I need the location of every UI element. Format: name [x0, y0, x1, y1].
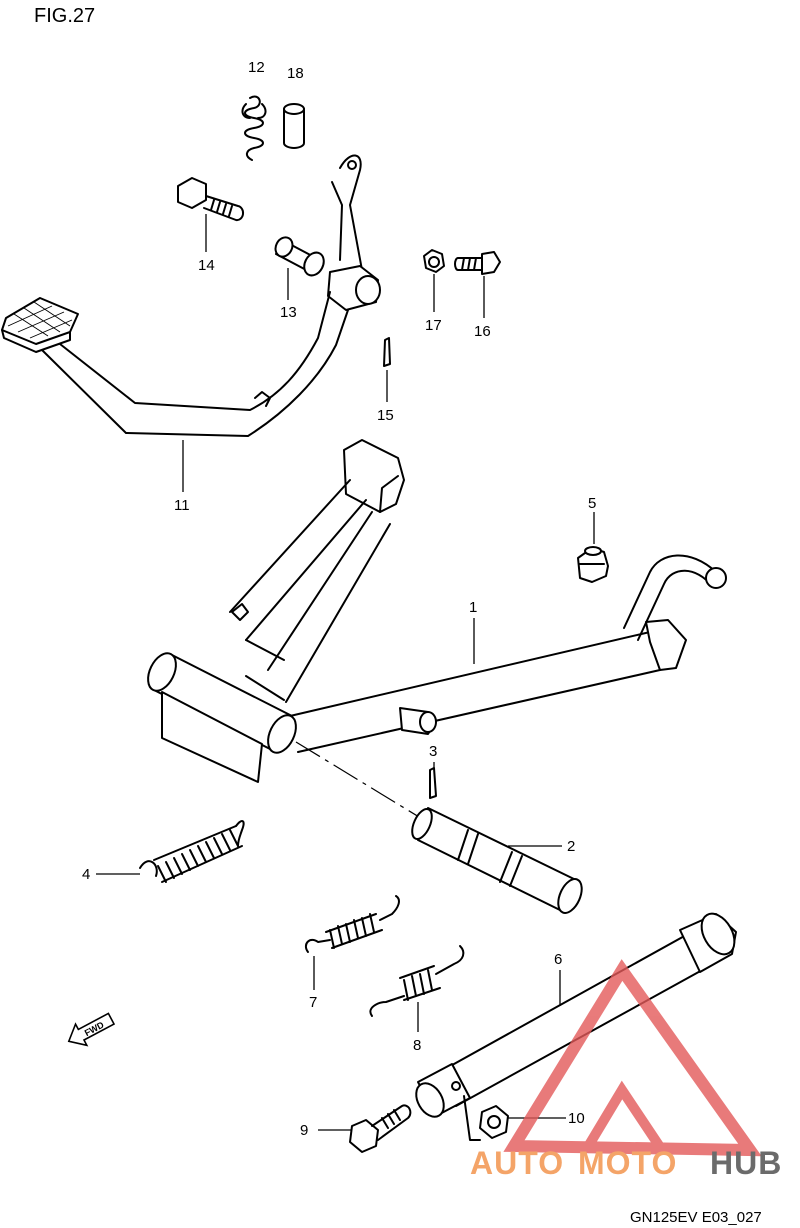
callout-7: 7 — [309, 994, 317, 1011]
part-6-side-stand[interactable] — [411, 908, 742, 1141]
callout-17: 17 — [425, 317, 442, 334]
part-11-brake-pedal[interactable] — [1, 154, 381, 437]
part-3-cotter-pin[interactable] — [429, 767, 437, 799]
callout-13: 13 — [280, 304, 297, 321]
part-4-spring[interactable] — [139, 820, 245, 883]
fwd-arrow-icon: FWD — [67, 1012, 116, 1047]
part-2-shaft[interactable] — [408, 806, 586, 916]
part-14-bolt[interactable] — [177, 177, 245, 222]
part-1-center-stand[interactable] — [142, 439, 727, 783]
callout-8: 8 — [413, 1037, 421, 1054]
part-5-stopper[interactable] — [577, 546, 609, 583]
callout-4: 4 — [82, 866, 90, 883]
part-18-collar[interactable] — [283, 103, 305, 149]
part-8-spring[interactable] — [369, 945, 465, 1017]
part-16-bolt[interactable] — [454, 251, 501, 275]
part-10-nut[interactable] — [479, 1105, 509, 1139]
callout-15: 15 — [377, 407, 394, 424]
callout-2: 2 — [567, 838, 575, 855]
axis-line — [295, 741, 425, 821]
callout-18: 18 — [287, 65, 304, 82]
watermark-word-moto: MOTO — [578, 1145, 677, 1181]
watermark-word-hub: HUB — [710, 1145, 782, 1181]
callout-10: 10 — [568, 1110, 585, 1127]
callout-6: 6 — [554, 951, 562, 968]
callout-11: 11 — [174, 497, 190, 514]
part-15-cotter-pin[interactable] — [383, 337, 391, 367]
figure-title: FIG.27 — [34, 5, 95, 27]
part-12-spring[interactable] — [241, 95, 267, 161]
callout-16: 16 — [474, 323, 491, 340]
callout-3: 3 — [429, 743, 437, 760]
figure-code: GN125EV E03_027 — [630, 1209, 762, 1226]
callout-9: 9 — [300, 1122, 308, 1139]
part-13-collar[interactable] — [272, 234, 327, 278]
watermark-word-auto: AUTO — [470, 1145, 564, 1181]
callout-1: 1 — [469, 599, 477, 616]
callout-14: 14 — [198, 257, 215, 274]
part-7-spring[interactable] — [304, 895, 400, 953]
callout-5: 5 — [588, 495, 596, 512]
part-17-nut[interactable] — [423, 249, 445, 273]
callout-12: 12 — [248, 59, 265, 76]
automotohub-watermark-logo — [503, 959, 762, 1157]
part-9-bolt[interactable] — [349, 1104, 412, 1153]
